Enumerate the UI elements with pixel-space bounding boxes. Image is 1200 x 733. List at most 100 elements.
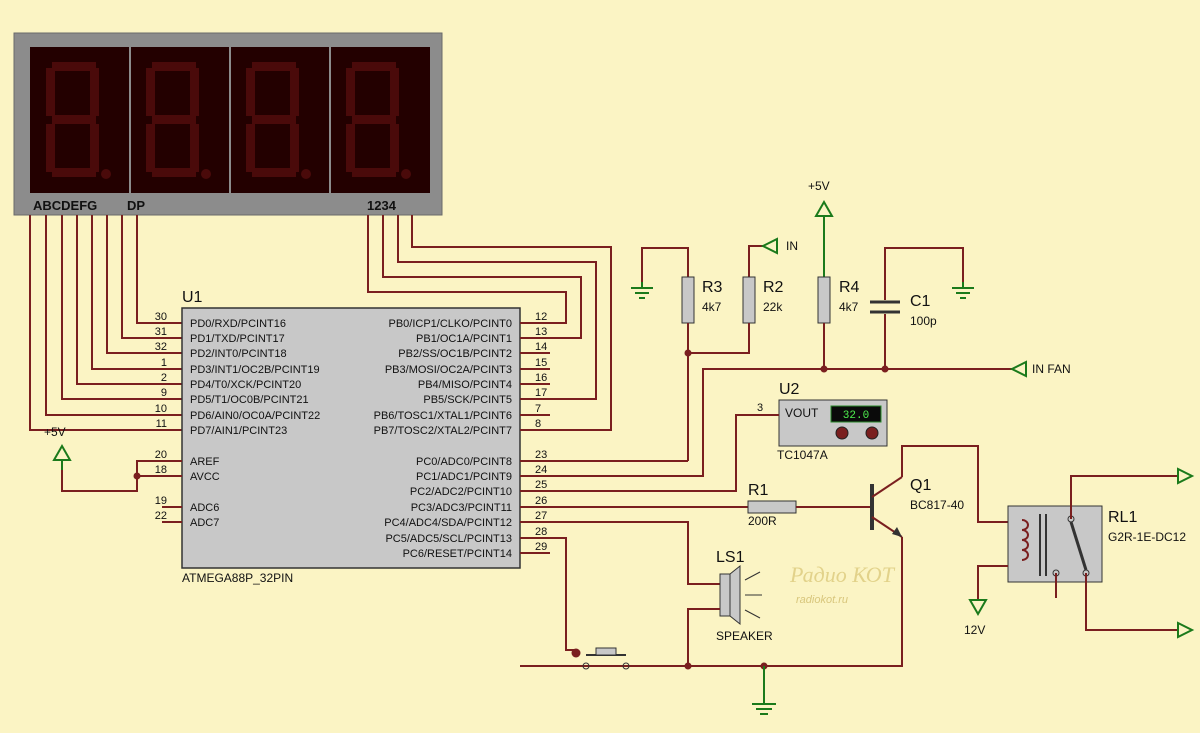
digit-2-seg-a: [152, 62, 196, 71]
u1-pin-name: PB3/MOSI/OC2A/PCINT3: [385, 364, 512, 376]
u1-pin-name: ADC6: [190, 502, 219, 514]
u1-pin-name: PB0/ICP1/CLKO/PCINT0: [389, 318, 513, 330]
digit-3-seg-c: [290, 124, 299, 172]
u1-pin-num: 14: [535, 341, 547, 353]
r3-resistor[interactable]: R3 4k7: [641, 247, 723, 461]
u1-pin-name: PD7/AIN1/PCINT23: [190, 425, 287, 437]
watermark-line1: Радио КОТ: [789, 562, 896, 587]
digit-2-dp: [201, 169, 211, 179]
u1-pin-name: PD3/INT1/OC2B/PCINT19: [190, 364, 320, 376]
digit-4-dp: [401, 169, 411, 179]
c1-ref: C1: [910, 293, 931, 310]
digit-2-seg-e: [146, 124, 155, 172]
u1-pin-num: 12: [535, 311, 547, 323]
u1-mcu[interactable]: U1 ATMEGA88P_32PIN 30PD0/RXD/PCINT1631PD…: [155, 289, 550, 585]
in-fan-label: IN FAN: [1032, 362, 1071, 376]
u1-pin-name: PC3/ADC3/PCINT11: [411, 502, 512, 514]
r2-value: 22k: [763, 300, 783, 314]
ground-main: [752, 666, 776, 715]
u1-pin-name: PB7/TOSC2/XTAL2/PCINT7: [374, 425, 512, 437]
speaker-ground-wire: [687, 608, 720, 666]
digit-wires: [367, 215, 612, 431]
ground-bus: [520, 537, 903, 667]
u1-pin-num: 8: [535, 418, 541, 430]
ls1-speaker[interactable]: LS1 SPEAKER: [716, 549, 773, 643]
u1-pin-num: 10: [155, 403, 167, 415]
u1-pin-name: AVCC: [190, 471, 220, 483]
watermark-line2: radiokot.ru: [796, 594, 848, 606]
u1-pin-name: PD6/AIN0/OC0A/PCINT22: [190, 410, 320, 422]
r3-value: 4k7: [702, 300, 722, 314]
u1-pin-num: 27: [535, 510, 547, 522]
segment-pin-labels: ABCDEFG: [33, 198, 97, 213]
u1-right-pins: 12PB0/ICP1/CLKO/PCINT013PB1/OC1A/PCINT11…: [374, 311, 550, 560]
rl1-relay[interactable]: RL1 G2R-1E-DC12: [1007, 505, 1186, 583]
u1-pin-num: 13: [535, 326, 547, 338]
seven-segment-display[interactable]: ABCDEFG DP 1234: [13, 32, 443, 216]
digit-4-seg-g: [352, 115, 396, 124]
digit-3-seg-e: [246, 124, 255, 172]
r4-resistor[interactable]: R4 4k7: [817, 276, 860, 369]
digit-4-seg-f: [346, 68, 355, 116]
u1-pin-num: 19: [155, 495, 167, 507]
digit-4-seg-d: [352, 168, 396, 177]
u1-pin-name: PD1/TXD/PCINT17: [190, 333, 285, 345]
u2-part: TC1047A: [777, 448, 828, 462]
u2-temp-sensor[interactable]: 32.0 VOUT 3 U2 TC1047A: [757, 381, 888, 462]
digit-pin-labels: 1234: [367, 198, 397, 213]
digit-4-seg-a: [352, 62, 396, 71]
u1-pin-num: 26: [535, 495, 547, 507]
in-label: IN: [786, 239, 798, 253]
c1-value: 100p: [910, 314, 937, 328]
u1-pin-num: 7: [535, 403, 541, 415]
u1-pin-num: 28: [535, 526, 547, 538]
digit-2-seg-c: [190, 124, 199, 172]
u1-pin-num: 29: [535, 541, 547, 553]
q1-transistor[interactable]: Q1 BC817-40: [870, 476, 964, 538]
u1-pin-name: ADC7: [190, 517, 219, 529]
digit-1-dp: [101, 169, 111, 179]
r4-value: 4k7: [839, 300, 859, 314]
u1-pin-num: 9: [161, 387, 167, 399]
u2-pin-num: 3: [757, 402, 763, 414]
rl1-part: G2R-1E-DC12: [1108, 530, 1186, 544]
u1-pin-name: PC2/ADC2/PCINT10: [410, 486, 512, 498]
in-fan-net: [520, 365, 1012, 477]
r1-value: 200R: [748, 514, 777, 528]
u1-pin-num: 17: [535, 387, 547, 399]
relay-out-top-wire: [1070, 475, 1178, 519]
relay-out-top-terminal[interactable]: [1177, 467, 1195, 485]
u1-pin-name: PC0/ADC0/PCINT8: [416, 456, 512, 468]
digit-2-seg-d: [152, 168, 196, 177]
pc2-wire: [520, 414, 779, 492]
r1-resistor[interactable]: R1 200R: [520, 482, 872, 528]
relay-coil-wire-top: [901, 445, 1008, 523]
in-fan-terminal[interactable]: IN FAN: [1009, 360, 1071, 378]
c1-capacitor[interactable]: C1 100p: [870, 247, 964, 369]
u1-pin-num: 23: [535, 449, 547, 461]
digit-2-seg-g: [152, 115, 196, 124]
segment-wires: [29, 215, 182, 431]
u1-pin-name: PD2/INT0/PCINT18: [190, 348, 287, 360]
avcc-5v-net: +5V: [44, 425, 182, 523]
digit-4-seg-e: [346, 124, 355, 172]
digit-1-seg-b: [90, 68, 99, 116]
digit-1-seg-g: [52, 115, 96, 124]
digit-1-seg-d: [52, 168, 96, 177]
r4-ref: R4: [839, 279, 860, 296]
ground-r3: [631, 282, 653, 299]
digit-4-seg-c: [390, 124, 399, 172]
push-button[interactable]: [571, 647, 630, 670]
r2-resistor[interactable]: R2 22k: [684, 245, 784, 357]
digit-2-seg-b: [190, 68, 199, 116]
digit-1-seg-e: [46, 124, 55, 172]
vcc-5v-top: +5V: [808, 179, 834, 277]
u1-pin-num: 2: [161, 372, 167, 384]
digit-3-seg-g: [252, 115, 296, 124]
q1-ref: Q1: [910, 477, 931, 494]
u1-pin-num: 30: [155, 311, 167, 323]
in-terminal[interactable]: IN: [760, 237, 798, 255]
relay-out-bottom-terminal[interactable]: [1177, 621, 1195, 639]
r2-ref: R2: [763, 279, 784, 296]
